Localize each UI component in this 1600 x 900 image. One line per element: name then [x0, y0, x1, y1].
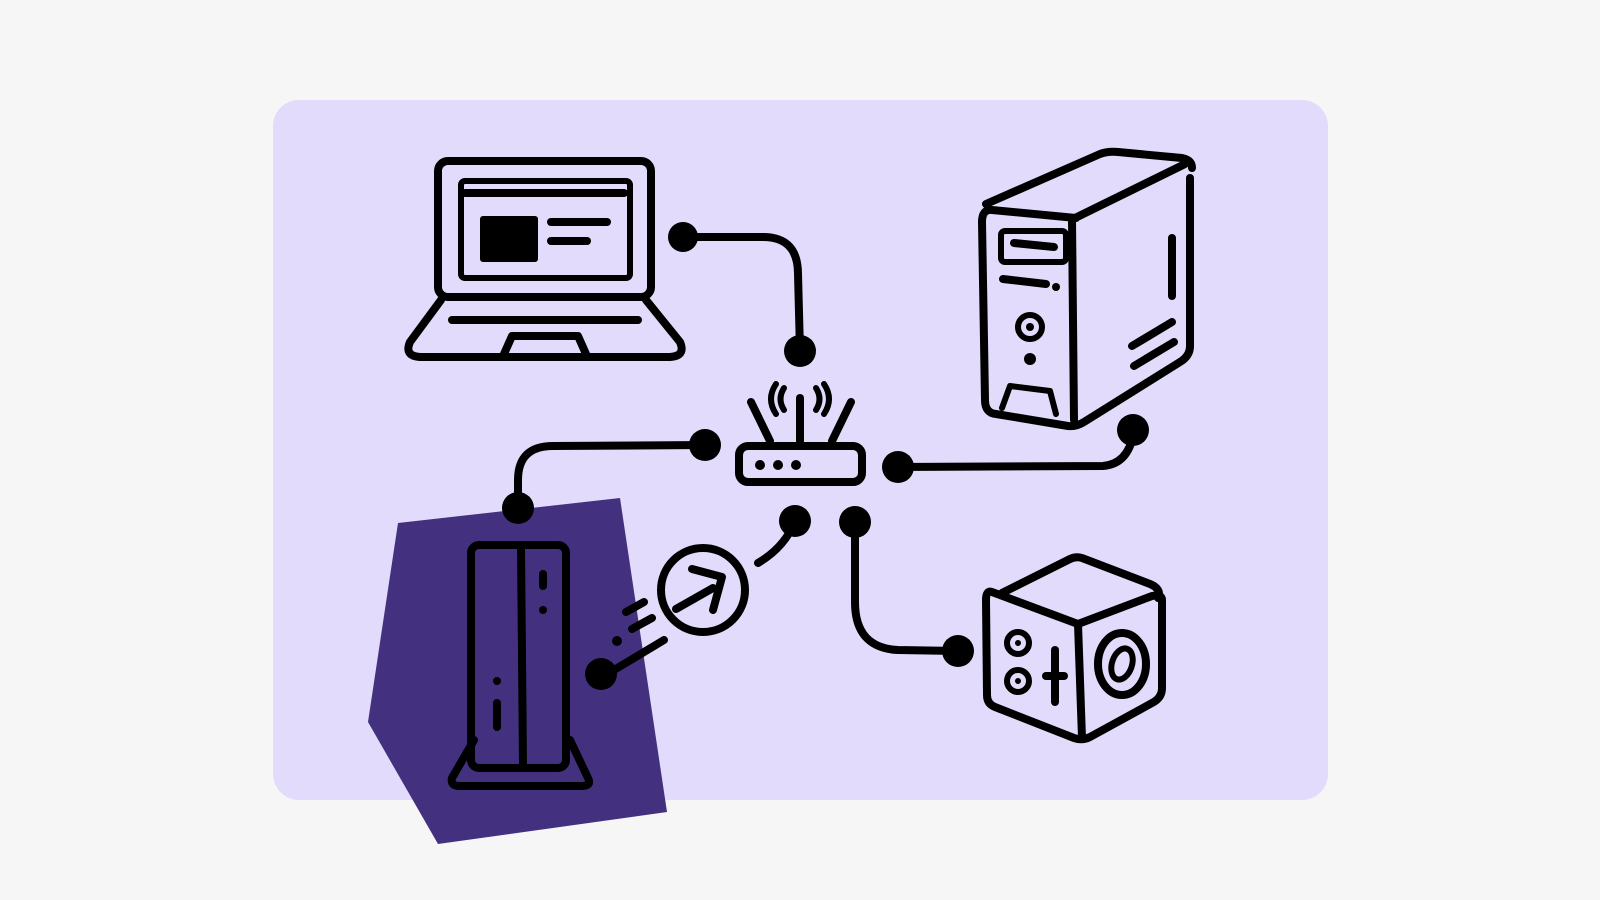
arrow-circle-icon: [657, 544, 749, 636]
connector-router-speaker: [839, 506, 974, 667]
accent-shape: [368, 498, 667, 844]
laptop-icon: [404, 157, 686, 361]
server-tower-icon: [447, 541, 594, 790]
connector-router-desktop: [882, 414, 1149, 483]
connector-laptop-router: [668, 222, 816, 367]
connector-router-server: [502, 429, 721, 524]
wifi-router-icon: [735, 381, 866, 486]
connector-router-transfer: [754, 505, 811, 567]
connector-transfer-server: [585, 598, 668, 690]
desktop-tower-icon: [978, 147, 1196, 431]
speaker-box-icon: [982, 553, 1166, 744]
